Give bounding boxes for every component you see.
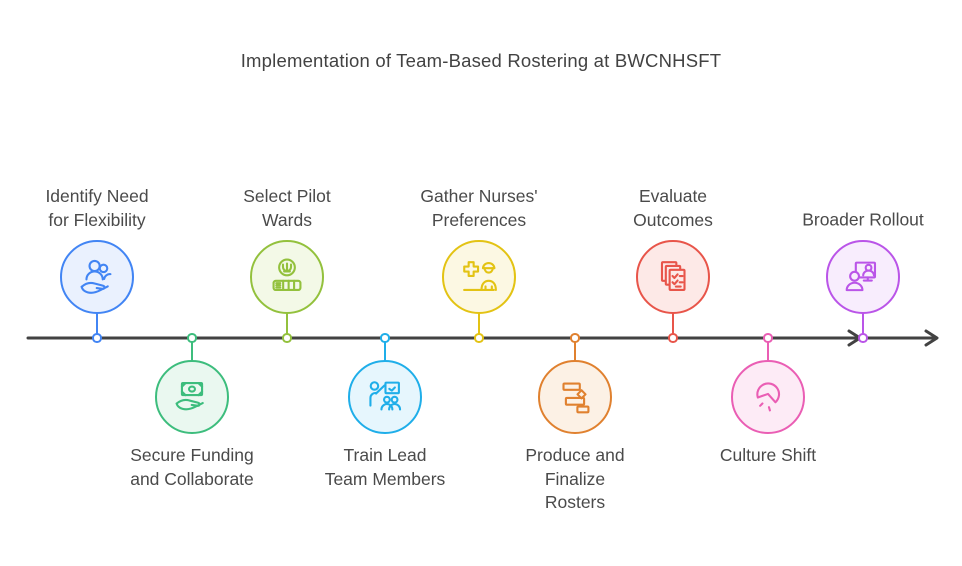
timeline-dot [763,333,773,343]
page-title: Implementation of Team-Based Rostering a… [240,50,722,71]
node-label: Select Pilot Wards [243,186,331,230]
node-circle [60,240,134,314]
node-label: Broader Rollout [802,209,924,230]
node-circle [250,240,324,314]
node-label: Identify Need for Flexibility [45,186,149,230]
node-label: Gather Nurses' Preferences [420,186,538,230]
node-circle [155,360,229,434]
timeline-dot [858,333,868,343]
timeline-dot [187,333,197,343]
hospital-ward-icon [272,258,302,291]
node-circle [538,360,612,434]
node-circle [348,360,422,434]
connector-line [477,312,481,338]
timeline-dot [92,333,102,343]
timeline-dot [474,333,484,343]
connector-line [190,338,194,362]
node-circle [826,240,900,314]
money-in-hand-icon [175,382,204,411]
node-label: Evaluate Outcomes [633,186,713,230]
timeline-dot [668,333,678,343]
connector-line [285,312,289,338]
checklist-documents-icon [660,261,686,291]
connector-line [95,312,99,338]
connector-line [671,312,675,338]
connector-line [573,338,577,362]
connector-line [766,338,770,362]
timeline-dot [570,333,580,343]
roster-gantt-icon [562,382,590,414]
screen-share-person-icon [845,261,877,292]
connector-line [383,338,387,362]
training-presentation-icon [369,381,402,411]
connector-line [861,312,865,338]
gauge-icon [756,382,781,412]
node-label: Produce and Finalize Rosters [525,445,625,512]
timeline-dot [380,333,390,343]
arrowhead-icon [924,329,939,347]
node-circle [636,240,710,314]
node-label: Culture Shift [719,445,817,465]
timeline-dot [282,333,292,343]
node-circle [731,360,805,434]
node-circle [442,240,516,314]
people-in-hand-icon [80,259,112,294]
node-label: Train Lead Team Members [324,445,446,489]
nurse-at-desk-icon [463,261,497,291]
node-label: Secure Funding and Collaborate [130,445,254,489]
